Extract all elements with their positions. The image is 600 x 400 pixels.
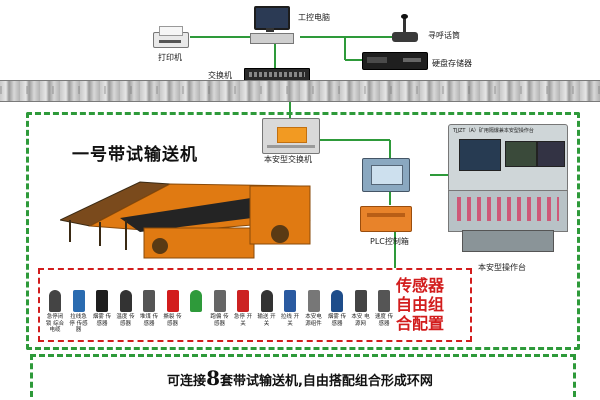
sensor-item: 速度 传感器: [375, 290, 393, 327]
caption-line: 传感器: [396, 276, 445, 295]
plc-cabinet-icon: [362, 158, 410, 192]
conveyor-illustration: [60, 181, 311, 259]
monitor-icon: [254, 6, 290, 30]
sensor-label: 温度 传感器: [116, 314, 135, 327]
sensor-icon: [72, 290, 85, 312]
safe-switch-icon: [262, 118, 320, 154]
sensor-label: 本安 电源网: [351, 314, 370, 327]
caption-line: 合配置: [396, 314, 445, 333]
sensor-item: 输送 开关: [257, 290, 276, 327]
footer-suffix: 套带试输送机,自由搭配组合形成环网: [219, 374, 433, 389]
sensor-item: 急停 开关: [234, 290, 252, 327]
plc-box: [360, 158, 430, 232]
sensor-label: 急停闭锁 综合电缆: [45, 314, 65, 333]
printer-label: 打印机: [158, 53, 182, 62]
sensor-label: 输送 开关: [257, 314, 276, 327]
sensor-icon: [260, 290, 273, 312]
sensor-icon: [331, 290, 343, 312]
footer-prefix: 可连接: [167, 374, 207, 389]
sensor-label: 烟雾 传感器: [327, 314, 347, 327]
sensor-icon: [213, 290, 226, 312]
sensor-item: 撕裂 传感器: [163, 290, 182, 327]
screen-icon: [537, 141, 565, 167]
sensor-item: 拉线急停 传感器: [69, 290, 88, 334]
sensor-label: 拉线急停 传感器: [69, 314, 88, 333]
console-header: TJJZT（A）矿用隔爆兼本安型操作台: [453, 128, 534, 134]
sensor-group-caption: 传感器 自由组 合配置: [396, 276, 462, 333]
sensor-icon: [143, 290, 155, 312]
sensor-item: 烟雾 传感器: [328, 290, 346, 327]
sensor-icon: [354, 290, 367, 312]
printer-icon: [153, 26, 189, 48]
switch-label: 交换机: [208, 71, 232, 80]
sensor-label: 本安电 源组件: [305, 314, 322, 327]
sensor-icon: [190, 290, 202, 312]
tunnel-wall: [0, 80, 600, 102]
sensor-icon: [378, 290, 390, 312]
sensor-item: 本安电 源组件: [305, 290, 323, 327]
plc-box-label: PLC控制箱: [370, 237, 409, 246]
sensor-icon: [166, 290, 179, 312]
sensor-label: 堆煤 传感器: [139, 314, 159, 327]
sensor-item: 烟雾 传感器: [93, 290, 111, 327]
sensor-label: 跑偏 传感器: [210, 314, 229, 327]
sensor-icon: [119, 290, 132, 312]
sensor-label: 速度 传感器: [374, 314, 394, 327]
intercom-label: 寻呼话筒: [428, 31, 460, 40]
sensor-icon: [284, 290, 296, 312]
sensor-icon: [49, 290, 61, 312]
sensor-icon: [237, 290, 249, 312]
sensor-icon: [96, 290, 108, 312]
footer-text: 可连接8套带试输送机,自由搭配组合形成环网: [0, 366, 600, 390]
plc-power-icon: [360, 206, 412, 232]
control-pc: [250, 6, 294, 44]
sensor-icon: [307, 290, 320, 312]
intercom-icon: [392, 14, 418, 44]
sensor-item: 拉线 开关: [281, 290, 299, 327]
underground-frame: [26, 112, 580, 350]
operator-console: TJJZT（A）矿用隔爆兼本安型操作台: [448, 124, 568, 254]
sensor-label: 撕裂 传感器: [163, 314, 182, 327]
sensor-item: [187, 290, 205, 314]
sensor-item: 本安 电源网: [351, 290, 370, 327]
sensor-item: 急停闭锁 综合电缆: [46, 290, 64, 334]
sensor-item: 跑偏 传感器: [210, 290, 229, 327]
screen-icon: [505, 141, 537, 167]
dvr-icon: [362, 52, 428, 70]
screen-icon: [459, 139, 501, 171]
footer-number: 8: [206, 366, 220, 390]
sensor-item: 温度 传感器: [116, 290, 135, 327]
footer-frame: [30, 354, 576, 397]
sensor-label: 急停 开关: [233, 314, 253, 327]
sensor-group-frame: [38, 268, 472, 342]
sensor-label: 烟雾 传感器: [92, 314, 112, 327]
console-label: 本安型操作台: [478, 263, 526, 272]
sensor-label: 拉线 开关: [280, 314, 300, 327]
control-pc-label: 工控电脑: [298, 13, 330, 22]
host-unit-icon: [250, 33, 294, 44]
safe-switch-label: 本安型交换机: [264, 155, 312, 164]
dvr-label: 硬盘存储器: [432, 59, 472, 68]
conveyor-title: 一号带试输送机: [72, 145, 198, 165]
caption-line: 自由组: [396, 295, 445, 314]
sensor-item: 堆煤 传感器: [140, 290, 158, 327]
